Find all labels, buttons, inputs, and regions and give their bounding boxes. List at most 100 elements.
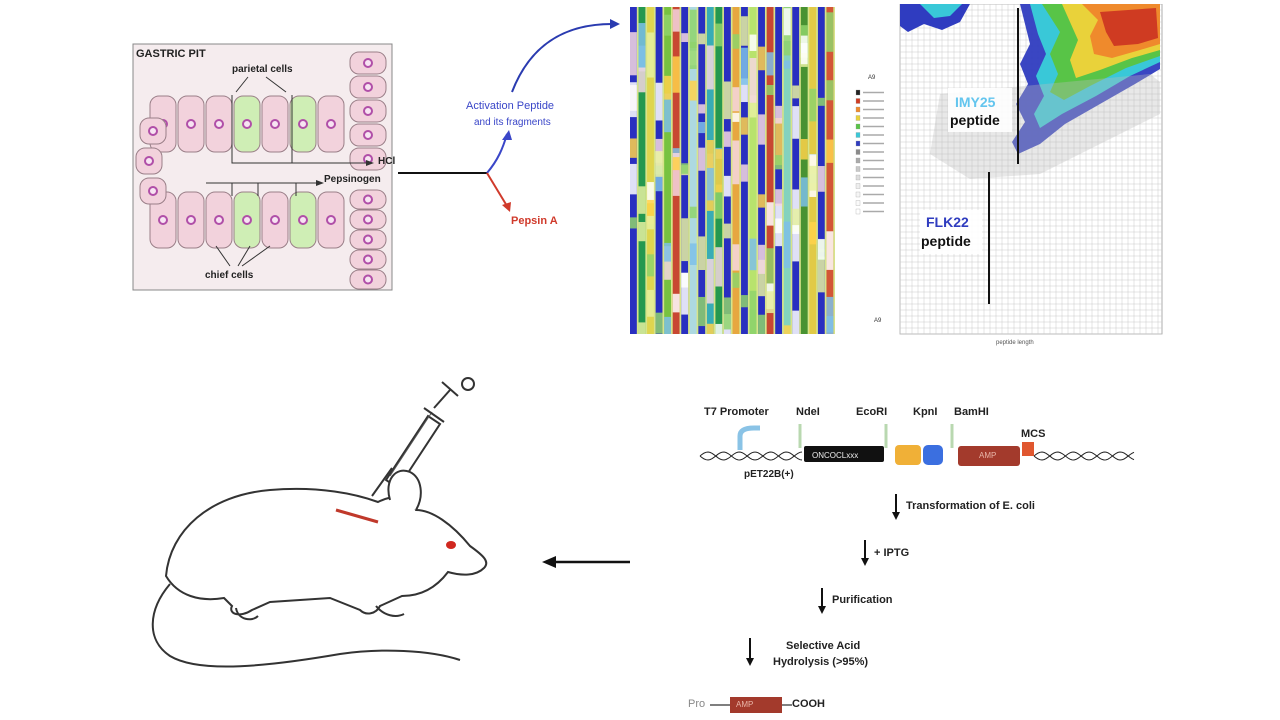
mouse-ear [387, 469, 422, 511]
alignment-fragment [758, 259, 765, 297]
alignment-column [647, 7, 654, 334]
alignment-fragment [741, 16, 748, 46]
mouse-foot-back [235, 607, 259, 621]
alignment-fragment [775, 117, 783, 166]
alignment-fragment [672, 9, 680, 32]
alignment-fragment [826, 80, 834, 101]
alignment-fragment [826, 139, 834, 163]
flk22-name: FLK22 [926, 214, 969, 230]
cell-nucleus [363, 234, 373, 245]
legend-swatch [855, 115, 861, 121]
alignment-fragment [817, 238, 825, 260]
alignment-fragment [800, 25, 808, 44]
alignment-fragment [672, 157, 680, 171]
imy-label-box [948, 88, 1012, 132]
mouse-tail [151, 583, 461, 668]
pepsin-arrow [486, 172, 508, 207]
alignment-fragment [723, 131, 731, 147]
alignment-fragment [766, 52, 774, 76]
cell-nucleus [363, 194, 373, 205]
pepsin-arrowhead [502, 202, 511, 212]
pepsinogen-label: Pepsinogen [324, 174, 381, 185]
legend-swatch [855, 89, 861, 96]
workflow-step-hydrolysis-line1: Selective Acid [786, 640, 861, 652]
insert-label: ONCOCLxxx [812, 451, 859, 460]
heatmap-legend [855, 89, 884, 215]
alignment-fragment [817, 166, 825, 192]
cell-nucleus [363, 82, 373, 92]
alignment-fragment [638, 322, 646, 334]
alignment-fragment [783, 325, 791, 334]
alignment-fragment [800, 177, 808, 207]
alignment-fragment [766, 202, 774, 226]
alignment-fragment [817, 97, 825, 106]
alignment-fragment [689, 9, 697, 48]
alignment-fragment [749, 95, 757, 118]
gastric-pit-title: GASTRIC PIT [136, 48, 206, 60]
legend-swatch [855, 174, 861, 181]
alignment-fragment [698, 147, 706, 171]
cell-nucleus [186, 215, 196, 225]
alignment-fragment [809, 222, 817, 245]
alignment-fragment [723, 223, 731, 239]
alignment-fragment [689, 41, 697, 70]
t7-promoter-label: T7 Promoter [704, 406, 769, 418]
legend-swatch [855, 200, 861, 206]
legend-swatch [855, 123, 861, 130]
alignment-fragment [766, 84, 774, 96]
cell-nucleus [186, 119, 196, 129]
alignment-fragment [647, 199, 654, 225]
alignment-fragment [706, 323, 714, 334]
vector-label: pET22B(+) [744, 469, 794, 480]
alignment-fragment [758, 114, 765, 145]
alignment-fragment [775, 155, 783, 170]
cell-nucleus [242, 215, 252, 225]
alignment-fragment [698, 33, 706, 45]
cell-nucleus [363, 254, 373, 265]
curved-arrowhead [610, 19, 620, 29]
cell-nucleus [363, 58, 373, 68]
pepsinogen-arrowhead [316, 180, 324, 186]
alignment-fragment [681, 33, 689, 43]
workflow-step-hydrolysis-line2: Hydrolysis (>95%) [773, 656, 869, 668]
imy25-name: IMY25 [955, 94, 996, 110]
final-amp-label: AMP [736, 700, 754, 709]
alignment-fragment [809, 88, 817, 122]
cell-nucleus [270, 119, 280, 129]
alignment-fragment [792, 106, 800, 139]
mouse-body [164, 487, 488, 616]
alignment-fragment [664, 242, 671, 262]
alignment-fragment [698, 236, 706, 270]
alignment-fragment [732, 244, 740, 271]
alignment-fragment [792, 85, 800, 99]
alignment-fragment [698, 296, 706, 327]
alignment-fragment [758, 314, 765, 334]
legend-swatch [855, 149, 861, 155]
workflow-arrows [746, 494, 900, 666]
alignment-fragment [647, 215, 654, 230]
alignment-column [826, 7, 834, 334]
alignment-fragment [698, 122, 706, 134]
kpni-label: KpnI [913, 406, 938, 418]
alignment-fragment [638, 67, 646, 93]
alignment-fragment [732, 140, 740, 185]
cell-nucleus [144, 156, 154, 166]
alignment-fragment [664, 316, 671, 334]
alignment-fragment [775, 189, 783, 206]
mcs-box [1022, 442, 1034, 456]
gastric-pit-diagram [132, 19, 620, 291]
cell-nucleus [363, 106, 373, 116]
bamhi-label: BamHI [954, 406, 989, 418]
cell-nucleus [148, 186, 158, 196]
alignment-fragment [715, 23, 723, 47]
alignment-fragment [647, 289, 654, 317]
alignment-fragment [758, 244, 765, 274]
alignment-fragment [775, 105, 783, 124]
peptide-heatmap [855, 4, 1163, 335]
arrow-to-mouse [542, 556, 630, 568]
dna-helix [699, 451, 1135, 461]
alignment-fragment [741, 164, 748, 182]
alignment-fragment [672, 56, 680, 93]
workflow-step-iptg: + IPTG [874, 547, 910, 559]
imy25-peptide-label: peptide [950, 112, 1000, 128]
